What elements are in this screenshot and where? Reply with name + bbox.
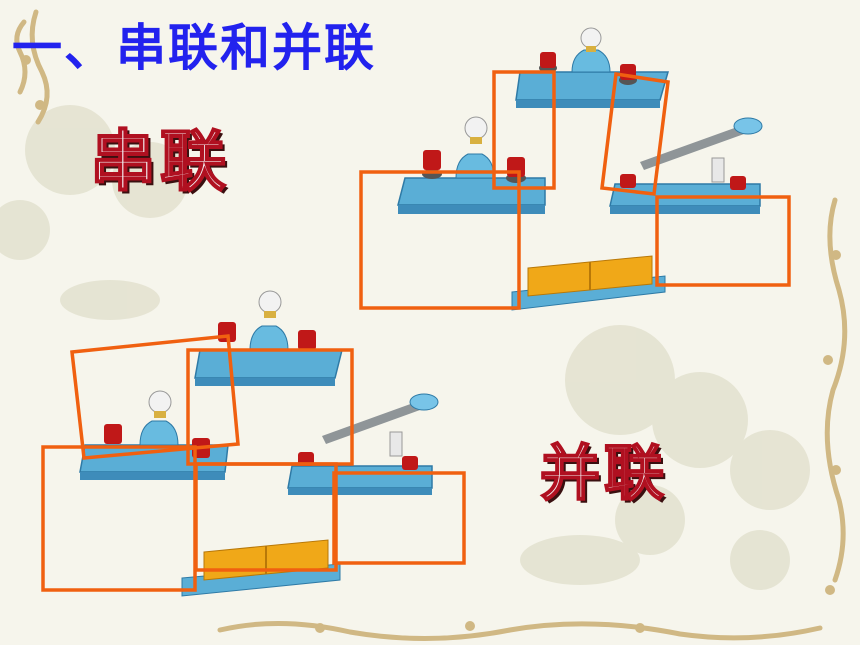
vine-border-bottom — [217, 621, 823, 642]
highlight-box — [194, 462, 338, 572]
battery-icon — [181, 539, 341, 597]
parallel-label: 并联 — [539, 438, 668, 510]
knife-switch-icon — [609, 117, 763, 214]
terminal-icon — [298, 330, 316, 350]
light-bulb-icon — [397, 116, 546, 214]
light-bulb-icon — [79, 390, 229, 480]
vine-border-top — [14, 19, 28, 95]
series-label: 串联 — [89, 121, 230, 201]
slide-title: 一、串联和并联 — [12, 19, 376, 77]
battery-icon — [511, 255, 666, 311]
highlight-box — [70, 334, 240, 460]
knife-switch-icon — [287, 393, 439, 495]
highlight-box — [655, 195, 791, 287]
vine-border-left — [29, 9, 50, 125]
highlight-box — [332, 471, 466, 565]
highlight-box — [359, 170, 521, 310]
vine-border-right — [824, 197, 848, 583]
highlight-box — [600, 71, 670, 196]
terminal-icon — [104, 424, 122, 444]
highlight-box — [492, 70, 556, 190]
